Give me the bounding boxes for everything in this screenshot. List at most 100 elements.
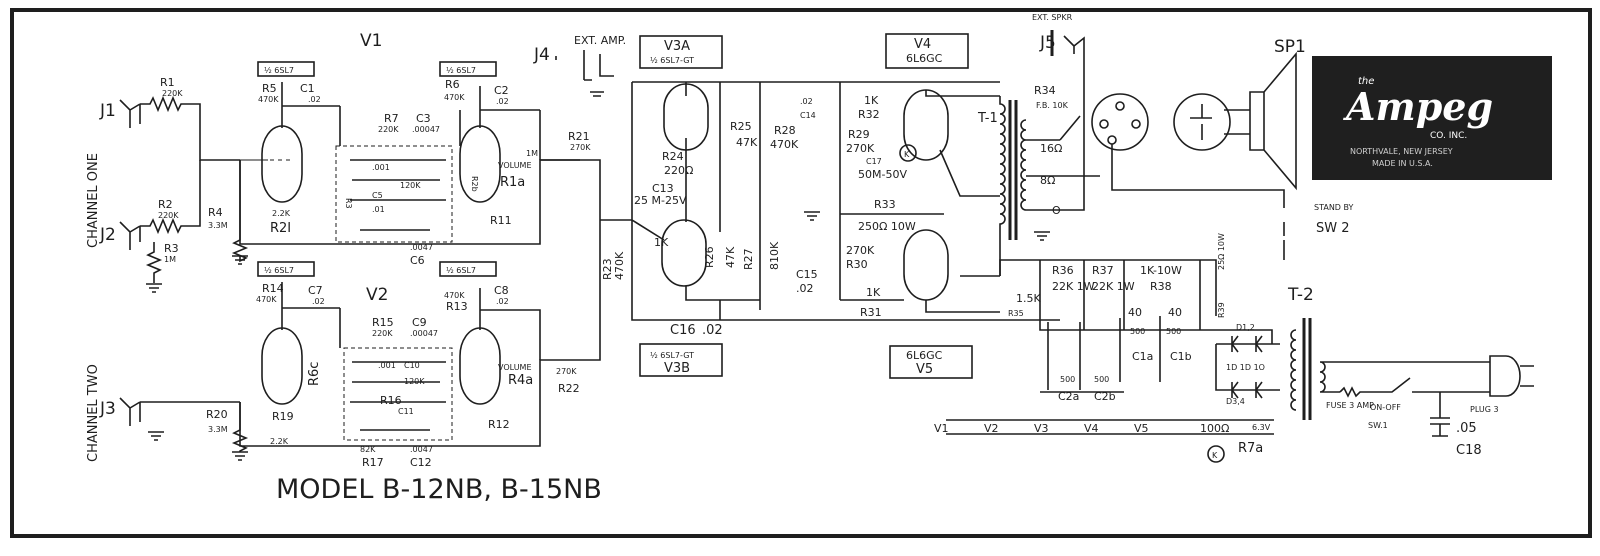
- r13-value: 470K: [444, 291, 465, 300]
- v2a-tube: [261, 327, 303, 405]
- t2-label: T-2: [1287, 285, 1314, 305]
- c2a-500-value: 500: [1060, 375, 1075, 384]
- v1-label: V1: [360, 31, 382, 51]
- model-title: MODEL B-12NB, B-15NB: [276, 474, 602, 505]
- r37-label: R37: [1092, 264, 1114, 277]
- c14-label: C14: [800, 111, 816, 120]
- r37-value: 22K 1W: [1092, 280, 1135, 293]
- k-label: K: [904, 150, 910, 159]
- v4-label-box: [885, 33, 969, 69]
- r7-value: 220K: [378, 125, 399, 134]
- r27-label: R27: [742, 248, 755, 270]
- r30-label: R30: [846, 258, 868, 271]
- c9-label: C9: [412, 316, 427, 329]
- r16-label: R16: [380, 394, 402, 407]
- r19-value: 2.2K: [270, 437, 289, 446]
- r24-value: 220Ω: [664, 164, 693, 177]
- jack-j1-label: J1: [99, 101, 116, 121]
- speaker-symbol: [1249, 51, 1297, 191]
- c2a-label: C2a: [1058, 390, 1079, 403]
- v4-type: 6L6GC: [906, 52, 943, 65]
- k-marker: [899, 144, 917, 162]
- stand-by-wires: [1111, 144, 1285, 260]
- r13-label: R13: [446, 300, 468, 313]
- ext-spkr-label: EXT. SPKR: [1032, 13, 1073, 22]
- brand-co: CO. INC.: [1430, 131, 1467, 141]
- r21-value: 270K: [570, 143, 591, 152]
- r4-value: 3.3M: [208, 221, 228, 230]
- v2b-tube: [459, 327, 501, 405]
- v3b-tube: [661, 219, 707, 287]
- j1-jack-symbol: [119, 99, 141, 128]
- r33-label: R33: [874, 198, 896, 211]
- r34-value: F.B. 10K: [1036, 101, 1069, 110]
- r32-value: 1K: [864, 94, 879, 107]
- brand-name: Ampeg: [1343, 84, 1493, 129]
- v1a-type-box: [257, 61, 315, 77]
- r27-value: 810K: [768, 241, 781, 270]
- r1-wire: [140, 95, 240, 161]
- vol2-label: VOLUME: [498, 363, 532, 372]
- r14-label: R14: [262, 282, 284, 295]
- c12-label: C12: [410, 456, 432, 469]
- power-plug: [1489, 355, 1534, 397]
- v2-tone-wires: [281, 282, 541, 431]
- c13-value: 25 M-25V: [634, 194, 687, 207]
- j5-wires: [1059, 35, 1100, 211]
- channel-one-label: CHANNEL ONE: [86, 153, 101, 248]
- c17-label: C17: [866, 157, 882, 166]
- r31-value: 1K: [866, 286, 881, 299]
- ground-symbol: [146, 283, 162, 293]
- channel-two-label: CHANNEL TWO: [86, 364, 101, 462]
- c12-value: .0047: [410, 445, 433, 454]
- k-label-heater: K: [1212, 451, 1218, 460]
- r26-label: R26: [703, 246, 716, 268]
- v5-type: 6L6GC: [906, 349, 943, 362]
- r1-value: 220K: [162, 89, 183, 98]
- r4a-label: R4a: [508, 373, 533, 388]
- vol-value: 1M: [526, 149, 538, 158]
- v1-plate-wires: [281, 82, 541, 160]
- v1-tone-stack: [335, 145, 453, 243]
- c3-value: .00047: [412, 125, 440, 134]
- ground-symbol: [232, 255, 248, 265]
- v2-tone-stack: [343, 347, 453, 441]
- v1-tone-wires: [339, 106, 461, 231]
- r2-value: 220K: [158, 211, 179, 220]
- diode-bridge: [1215, 335, 1280, 399]
- r2i-label: R2I: [270, 221, 291, 236]
- t2-secondary: [1290, 329, 1297, 411]
- r3-resistor: [145, 242, 163, 283]
- r2i-value: 2.2K: [272, 209, 291, 218]
- c7-label: C7: [308, 284, 323, 297]
- j2-jack-symbol: [119, 221, 141, 250]
- socket-pin: [1115, 101, 1125, 111]
- c18-label: C18: [1456, 443, 1482, 458]
- r38-label: R38: [1150, 280, 1172, 293]
- sw2-label: SW 2: [1316, 221, 1350, 236]
- v3b-type: ½ 6SL7-GT: [650, 351, 694, 360]
- c2-label: C2: [494, 84, 509, 97]
- v3a-label: V3A: [664, 39, 690, 54]
- r15-value: 220K: [372, 329, 393, 338]
- heater-v5: V5: [1134, 422, 1149, 435]
- c6-value: .0047: [410, 243, 433, 252]
- c5-value: .01: [372, 205, 385, 214]
- r22-value: 270K: [556, 367, 577, 376]
- c1b-500-value: 500: [1166, 327, 1181, 336]
- socket-pin: [1107, 135, 1117, 145]
- plug-label: PLUG 3: [1470, 405, 1499, 414]
- t1-label: T-1: [977, 111, 998, 126]
- t1-primary: [999, 96, 1006, 276]
- r2b-label: R2b: [470, 176, 479, 192]
- r6c-label: R6c: [307, 362, 322, 386]
- c10-value: .001: [378, 361, 396, 370]
- socket-pin: [1099, 119, 1109, 129]
- r38-value: 1K-10W: [1140, 264, 1182, 277]
- v1a-tube: [261, 125, 303, 203]
- heater-v3: V3: [1034, 422, 1049, 435]
- c3-label: C3: [416, 112, 431, 125]
- v2-bus: [239, 359, 572, 447]
- r17-label: R17: [362, 456, 384, 469]
